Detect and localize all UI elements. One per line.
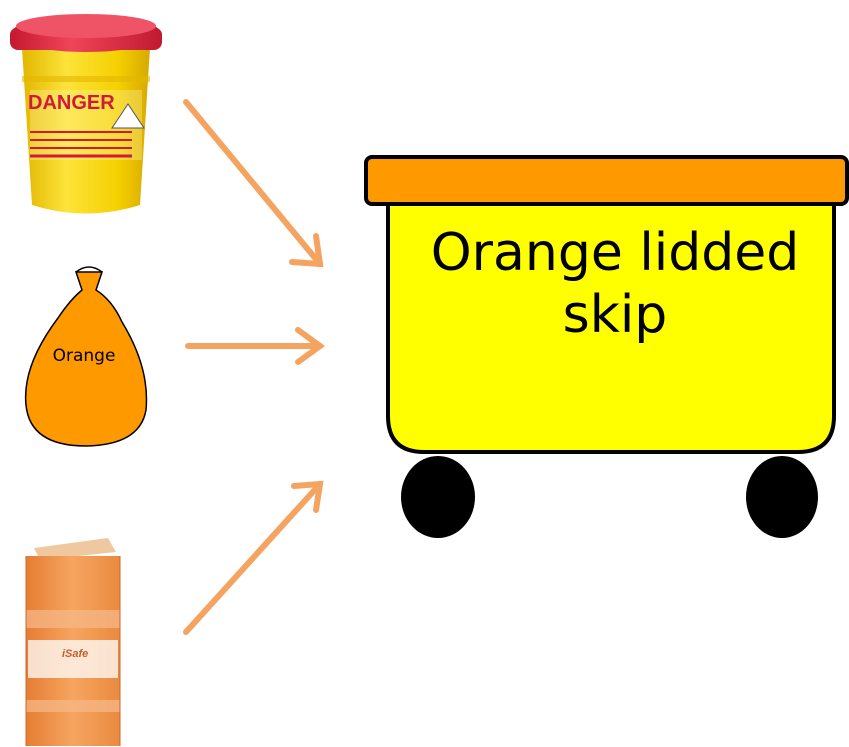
skip-wheel-right bbox=[746, 456, 818, 538]
box-brand-label: iSafe bbox=[62, 648, 88, 660]
skip-label-line1: Orange lidded bbox=[395, 222, 835, 284]
arrow-from-container bbox=[186, 102, 320, 264]
arrow-from-box bbox=[186, 484, 320, 632]
bag-label: Orange bbox=[28, 346, 140, 366]
cardboard-box-image bbox=[26, 538, 120, 746]
skip-label: Orange lidded skip bbox=[395, 222, 835, 346]
skip-lid bbox=[366, 157, 847, 204]
skip-wheel-left bbox=[401, 456, 475, 538]
skip-label-line2: skip bbox=[395, 284, 835, 346]
arrow-from-bag bbox=[188, 330, 320, 362]
danger-label: DANGER bbox=[28, 92, 115, 115]
